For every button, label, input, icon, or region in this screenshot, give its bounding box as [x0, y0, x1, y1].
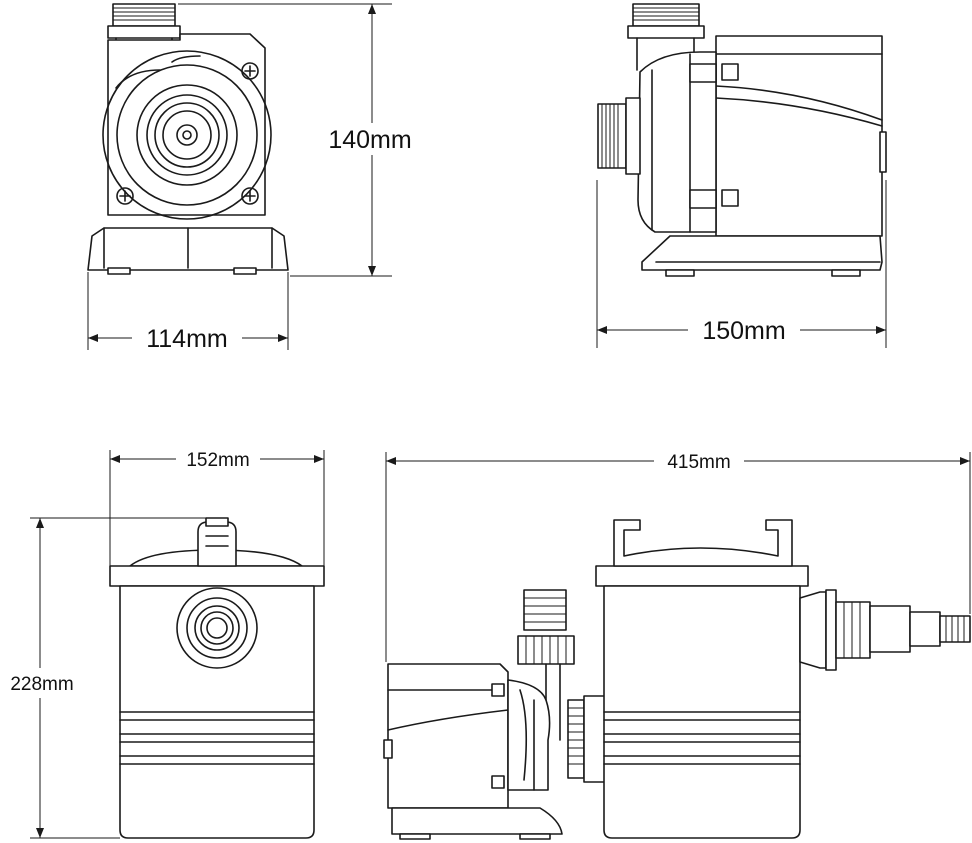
dimension-label: 114mm	[146, 325, 228, 353]
dimension-side-length: 150mm	[596, 180, 887, 348]
filter-front-view	[109, 517, 325, 839]
dimension-label: 150mm	[702, 317, 785, 345]
dimension-front-width: 114mm	[87, 272, 289, 354]
dimension-label: 140mm	[328, 126, 411, 154]
dimension-label: 415mm	[667, 452, 730, 473]
pump-side-view	[597, 3, 887, 277]
dimension-label: 152mm	[186, 450, 249, 471]
dimension-filter-height: 228mm	[0, 517, 208, 839]
pump-front-view	[87, 3, 289, 275]
dimension-assembly-length: 415mm	[385, 446, 971, 662]
dimension-filter-width: 152mm	[109, 444, 325, 566]
dimension-label: 228mm	[10, 674, 73, 695]
dimension-front-height: 140mm	[178, 3, 426, 277]
assembly-side-view	[383, 519, 971, 840]
screw-icons	[116, 62, 259, 205]
